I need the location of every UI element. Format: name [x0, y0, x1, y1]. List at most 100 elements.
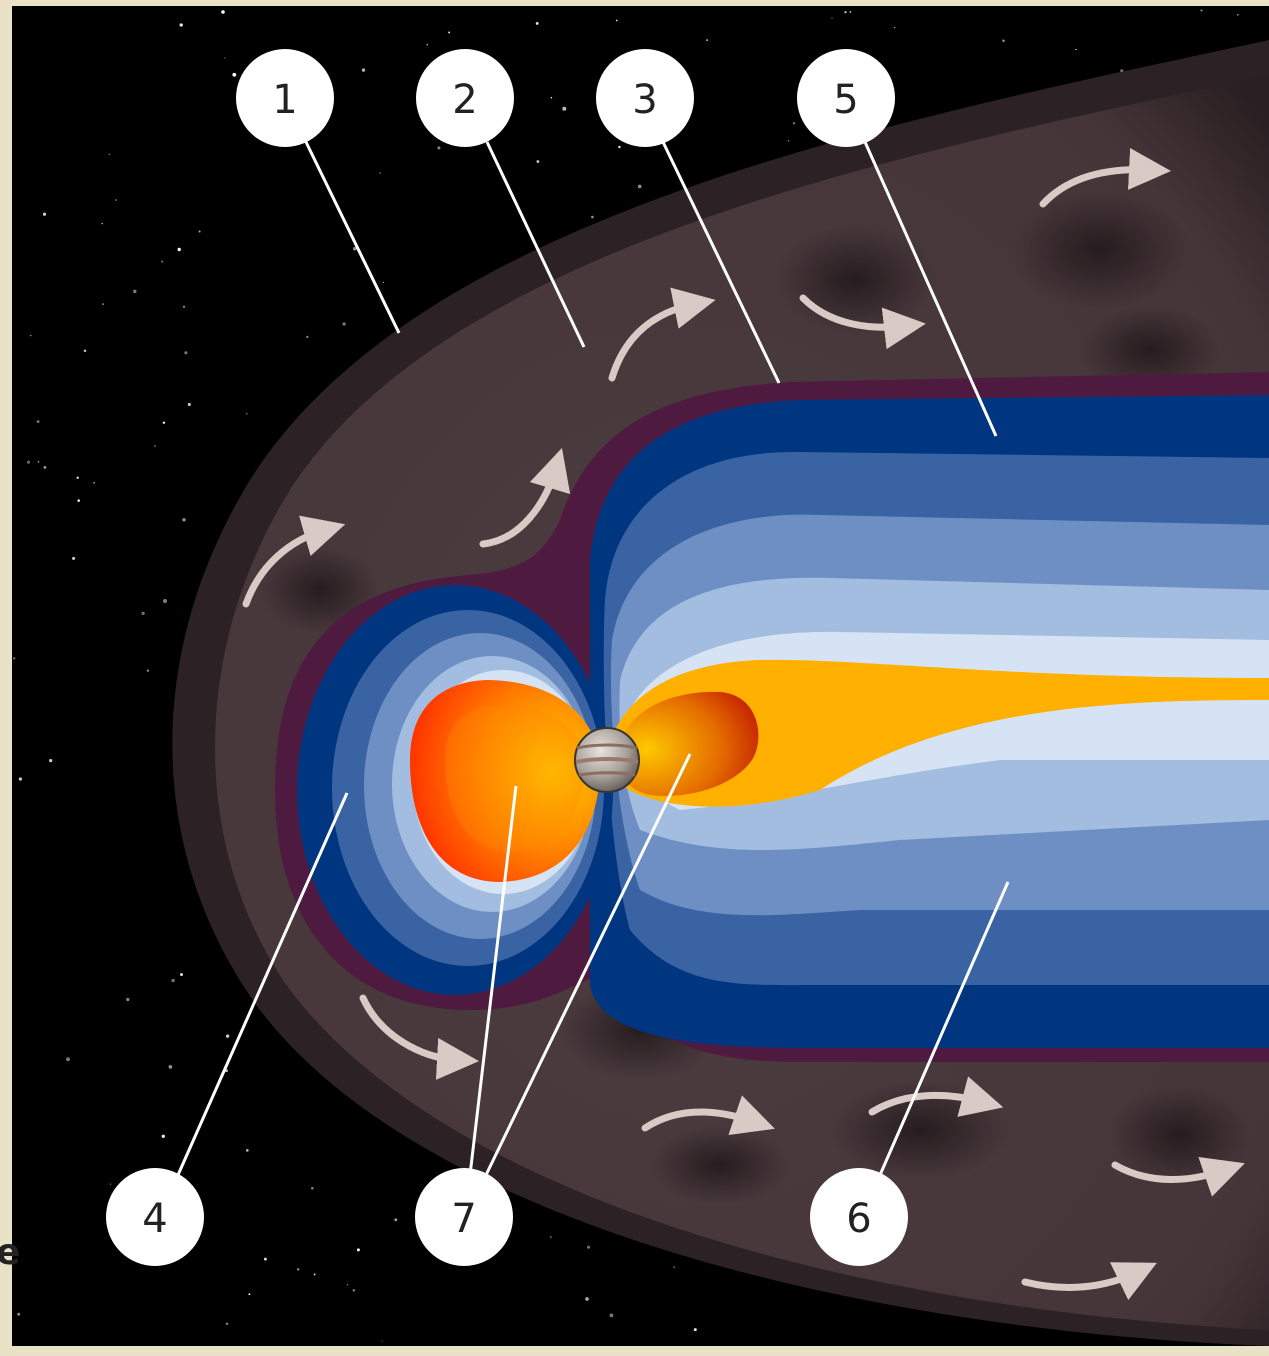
star — [550, 96, 553, 99]
star — [146, 669, 150, 672]
callout-6-label: 6 — [846, 1196, 871, 1242]
star — [352, 247, 357, 251]
star — [448, 31, 451, 34]
star — [536, 160, 540, 163]
radiation-belt-inner — [445, 705, 585, 852]
star — [49, 759, 53, 763]
star — [1200, 9, 1203, 12]
star — [18, 777, 23, 781]
star — [382, 281, 385, 283]
star — [225, 1034, 230, 1038]
jupiter-planet — [574, 727, 640, 793]
inner-lobe-right — [618, 691, 759, 796]
star — [361, 68, 366, 72]
star — [311, 1187, 314, 1190]
star — [182, 518, 186, 522]
star — [184, 351, 188, 355]
callout-5: 5 — [797, 49, 895, 147]
star — [179, 23, 183, 27]
star — [346, 1284, 349, 1286]
star — [198, 230, 201, 233]
callout-1: 1 — [236, 49, 334, 147]
star — [609, 1313, 614, 1318]
star — [30, 334, 32, 337]
star — [849, 11, 852, 13]
star — [246, 413, 248, 415]
star — [42, 212, 47, 216]
callout-7-label: 7 — [451, 1196, 476, 1242]
star — [225, 1322, 229, 1326]
star — [224, 57, 226, 59]
star — [36, 420, 40, 424]
star — [101, 222, 103, 225]
leader-lines — [176, 141, 1010, 1176]
star — [141, 611, 145, 616]
star — [43, 465, 47, 469]
star — [426, 44, 428, 46]
star — [263, 1257, 267, 1261]
star — [693, 1328, 697, 1332]
star — [437, 146, 441, 150]
callout-3: 3 — [596, 49, 694, 147]
star — [342, 322, 346, 326]
star — [161, 260, 164, 263]
star — [182, 305, 186, 309]
star — [76, 476, 79, 479]
star — [37, 461, 40, 463]
plasma-sheet — [615, 659, 1269, 807]
star — [550, 1236, 552, 1238]
star — [245, 1149, 249, 1152]
star — [26, 460, 31, 464]
star — [72, 556, 76, 560]
flow-arrows — [242, 147, 1245, 1301]
edge-text-fragment: e — [0, 1232, 21, 1273]
star — [1002, 39, 1005, 43]
star — [1075, 48, 1077, 51]
star — [792, 122, 796, 125]
star — [394, 1218, 398, 1222]
star — [706, 39, 709, 42]
star — [12, 657, 16, 660]
star — [893, 26, 896, 29]
star — [126, 997, 130, 1002]
star — [115, 199, 117, 201]
radiation-belt — [410, 680, 600, 882]
star — [313, 1273, 316, 1276]
star — [356, 1248, 360, 1252]
callout-4: 4 — [106, 1168, 204, 1266]
star — [102, 303, 104, 305]
star — [161, 1134, 166, 1139]
star — [379, 172, 381, 174]
star — [93, 481, 96, 484]
callout-1-label: 1 — [272, 77, 297, 123]
star — [615, 19, 618, 22]
star — [109, 1183, 112, 1185]
callout-5-label: 5 — [833, 77, 858, 123]
star — [108, 153, 111, 156]
star — [585, 1297, 589, 1301]
star — [535, 21, 539, 25]
callout-2-label: 2 — [452, 77, 477, 123]
star — [168, 1065, 173, 1069]
callout-4-label: 4 — [142, 1196, 167, 1242]
star — [306, 335, 309, 339]
star — [83, 349, 87, 353]
star — [163, 599, 167, 603]
star — [77, 499, 80, 502]
star — [673, 1266, 675, 1268]
star — [831, 17, 833, 19]
callout-2: 2 — [416, 49, 514, 147]
star — [133, 289, 137, 294]
star — [177, 247, 181, 252]
star — [587, 1245, 591, 1249]
star — [618, 145, 621, 149]
star — [1237, 14, 1239, 16]
star — [221, 10, 225, 14]
star — [66, 1057, 70, 1062]
callout-3-label: 3 — [632, 77, 657, 123]
star — [180, 973, 183, 976]
callout-6: 6 — [810, 1168, 908, 1266]
star — [154, 445, 156, 447]
star — [787, 140, 790, 142]
